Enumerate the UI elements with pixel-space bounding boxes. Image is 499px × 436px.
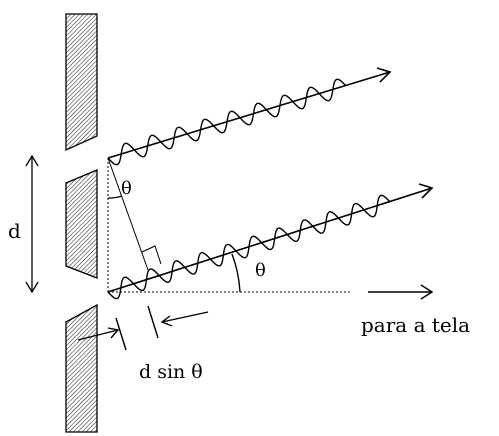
barrier-bottom	[65, 303, 98, 433]
d-label: d	[8, 219, 21, 243]
upper-wave	[107, 78, 347, 166]
barrier-top	[65, 13, 98, 152]
screen-direction-arrow	[368, 284, 434, 300]
theta-arc-bottom	[231, 253, 241, 293]
right-angle-mark	[141, 245, 162, 265]
screen-label: para a tela	[361, 313, 470, 337]
theta-label-top: θ	[121, 178, 132, 199]
barrier-middle	[65, 169, 98, 279]
theta-arc-top	[107, 195, 123, 199]
perpendicular-line	[107, 157, 149, 271]
path-difference-markers	[77, 305, 209, 351]
theta-label-bottom: θ	[255, 260, 266, 281]
d-dimension-arrow	[25, 154, 39, 294]
upper-ray	[107, 67, 392, 166]
lower-wave	[107, 194, 391, 300]
path-difference-label: d sin θ	[139, 361, 203, 383]
lower-ray	[107, 183, 434, 300]
